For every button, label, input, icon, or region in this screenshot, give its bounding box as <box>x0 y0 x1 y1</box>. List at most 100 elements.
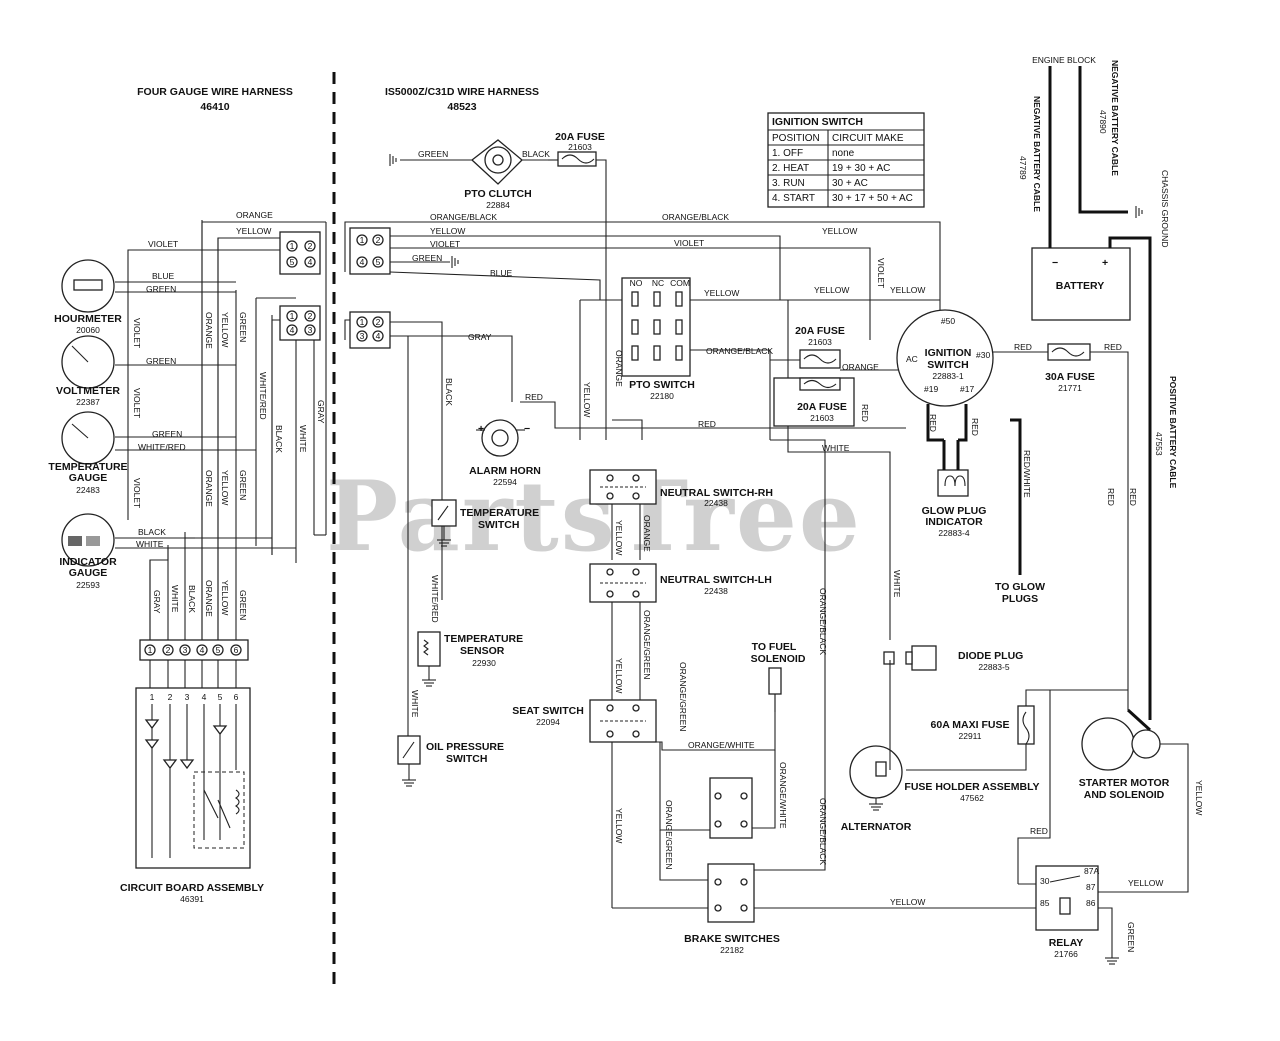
svg-text:BLUE: BLUE <box>490 268 513 278</box>
svg-text:TEMPERATURE: TEMPERATURE <box>460 507 539 519</box>
wire-label: ORANGE <box>204 312 214 349</box>
wire-label: WHITE <box>136 539 164 549</box>
svg-text:PTO SWITCH: PTO SWITCH <box>629 379 695 391</box>
alternator: ALTERNATOR FUSE HOLDER ASSEMBLY 47562 <box>841 660 1040 833</box>
svg-text:ORANGE/GREEN: ORANGE/GREEN <box>642 610 652 679</box>
svg-text:WHITE: WHITE <box>892 570 902 598</box>
svg-text:GRAY: GRAY <box>468 332 492 342</box>
svg-text:87: 87 <box>1086 882 1096 892</box>
svg-text:21603: 21603 <box>568 142 592 152</box>
temperature-gauge: TEMPERATURE GAUGE 22483 <box>48 411 128 495</box>
svg-text:VIOLET: VIOLET <box>876 258 886 288</box>
wire-label: WHITE/RED <box>258 372 268 420</box>
left-connector-b: 1 2 4 3 <box>279 305 321 341</box>
svg-text:4: 4 <box>202 692 207 702</box>
svg-text:6: 6 <box>234 645 239 655</box>
svg-text:TO FUEL: TO FUEL <box>752 641 797 653</box>
to-glow-plugs: TO GLOW PLUGS <box>995 581 1045 605</box>
svg-text:NEUTRAL SWITCH-RH: NEUTRAL SWITCH-RH <box>660 487 773 499</box>
hourmeter: HOURMETER 20060 <box>54 259 122 335</box>
svg-text:PLUGS: PLUGS <box>1002 593 1038 605</box>
svg-text:DIODE PLUG: DIODE PLUG <box>958 650 1023 662</box>
temperature-switch: TEMPERATURE SWITCH <box>431 499 539 547</box>
svg-text:−: − <box>1052 257 1058 269</box>
diode-plug: DIODE PLUG 22883-5 <box>883 645 1023 672</box>
svg-text:#17: #17 <box>960 384 974 394</box>
seat-switch: SEAT SWITCH 22094 <box>512 699 657 743</box>
svg-text:+: + <box>1102 257 1108 269</box>
svg-text:5: 5 <box>216 645 221 655</box>
bottom-connector-pins: 1 2 3 4 5 6 <box>144 644 242 656</box>
indicator-gauge: INDICATOR GAUGE 22593 <box>59 513 117 590</box>
svg-text:22387: 22387 <box>76 397 100 407</box>
brake-switches: BRAKE SWITCHES 22182 <box>684 777 780 955</box>
svg-text:22930: 22930 <box>472 658 496 668</box>
wire-label: VIOLET <box>148 239 178 249</box>
voltmeter: VOLTMETER 22387 <box>56 335 120 407</box>
svg-text:22594: 22594 <box>493 477 517 487</box>
fuse-20a-mid: 20A FUSE 21603 <box>795 325 845 369</box>
svg-text:22883-4: 22883-4 <box>938 528 969 538</box>
svg-text:21766: 21766 <box>1054 949 1078 959</box>
svg-text:SEAT SWITCH: SEAT SWITCH <box>512 705 584 717</box>
svg-text:ORANGE/BLACK: ORANGE/BLACK <box>706 346 773 356</box>
svg-text:BLACK: BLACK <box>522 149 550 159</box>
wire-label: GREEN <box>146 356 176 366</box>
relay: 30 87A 87 85 86 RELAY 21766 <box>1017 690 1119 965</box>
svg-text:22483: 22483 <box>76 485 100 495</box>
svg-text:ORANGE/BLACK: ORANGE/BLACK <box>430 212 497 222</box>
svg-text:RED/WHITE: RED/WHITE <box>1022 450 1032 498</box>
svg-text:RED: RED <box>1106 488 1116 506</box>
svg-text:BRAKE SWITCHES: BRAKE SWITCHES <box>684 933 780 945</box>
svg-text:22883-5: 22883-5 <box>978 662 1009 672</box>
wire-label: YELLOW <box>220 312 230 347</box>
right-wire-labels: ORANGE/BLACK YELLOW VIOLET GREEN BLUE GR… <box>410 212 1204 952</box>
svg-text:NEGATIVE BATTERY CABLE: NEGATIVE BATTERY CABLE <box>1032 96 1042 212</box>
svg-text:RED: RED <box>525 392 543 402</box>
svg-text:YELLOW: YELLOW <box>704 288 739 298</box>
svg-text:GREEN: GREEN <box>418 149 448 159</box>
svg-text:YELLOW: YELLOW <box>582 382 592 417</box>
fuse-30a: 30A FUSE 21771 <box>1045 343 1129 710</box>
svg-text:BLACK: BLACK <box>444 378 454 406</box>
svg-text:SWITCH: SWITCH <box>446 753 487 765</box>
svg-text:22180: 22180 <box>650 391 674 401</box>
svg-text:ORANGE/BLACK: ORANGE/BLACK <box>818 588 828 655</box>
table-cell: 4. START <box>772 193 815 204</box>
svg-text:STARTER MOTOR: STARTER MOTOR <box>1079 777 1170 789</box>
table-cell: 30 + 17 + 50 + AC <box>832 193 913 204</box>
svg-text:2: 2 <box>166 645 171 655</box>
svg-text:SWITCH: SWITCH <box>478 519 519 531</box>
svg-text:22593: 22593 <box>76 580 100 590</box>
wire-label: VIOLET <box>132 478 142 508</box>
svg-text:4: 4 <box>308 257 313 267</box>
svg-text:21603: 21603 <box>808 337 832 347</box>
wire-label: WHITE/RED <box>138 442 186 452</box>
svg-text:NEGATIVE BATTERY CABLE: NEGATIVE BATTERY CABLE <box>1110 60 1120 176</box>
svg-text:IGNITION: IGNITION <box>925 347 972 359</box>
svg-text:87A: 87A <box>1084 866 1099 876</box>
wire-label: GREEN <box>238 312 248 342</box>
left-harness-part: 46410 <box>200 101 229 113</box>
svg-text:20A FUSE: 20A FUSE <box>797 401 847 413</box>
svg-text:22438: 22438 <box>704 498 728 508</box>
svg-text:ORANGE/GREEN: ORANGE/GREEN <box>678 662 688 731</box>
svg-text:60A MAXI FUSE: 60A MAXI FUSE <box>931 719 1010 731</box>
engine-block-label: ENGINE BLOCK <box>1032 55 1096 65</box>
svg-text:VIOLET: VIOLET <box>430 239 460 249</box>
svg-text:30: 30 <box>1040 876 1050 886</box>
svg-text:86: 86 <box>1086 898 1096 908</box>
svg-text:ORANGE/GREEN: ORANGE/GREEN <box>664 800 674 869</box>
svg-text:YELLOW: YELLOW <box>890 285 925 295</box>
svg-text:YELLOW: YELLOW <box>614 658 624 693</box>
svg-text:46391: 46391 <box>180 894 204 904</box>
right-connector-c: 1 2 4 5 <box>349 227 391 275</box>
svg-text:WHITE: WHITE <box>410 690 420 718</box>
svg-text:RED: RED <box>698 419 716 429</box>
svg-text:+: + <box>478 423 484 435</box>
svg-text:5: 5 <box>376 257 381 267</box>
table-cell: 30 + AC <box>832 178 868 189</box>
svg-text:RELAY: RELAY <box>1049 937 1084 949</box>
svg-text:PTO CLUTCH: PTO CLUTCH <box>464 188 531 200</box>
